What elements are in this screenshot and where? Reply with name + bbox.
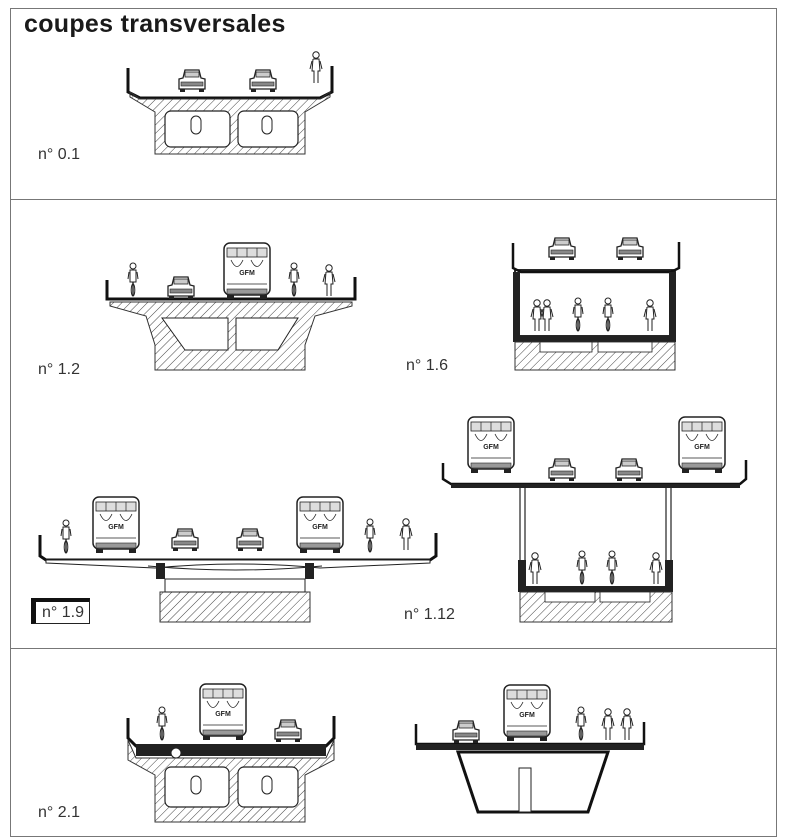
bus-lettering: GFM (694, 444, 710, 451)
section-1-12-drawing (441, 416, 748, 623)
divider-1 (10, 199, 777, 200)
section-label-1-12: n° 1.12 (404, 606, 455, 623)
bus-lettering: GFM (483, 444, 499, 451)
section-label-1-9: n° 1.9 (31, 598, 90, 624)
bus-lettering: GFM (108, 524, 124, 531)
section-2-1-drawing (126, 683, 336, 823)
divider-2 (10, 648, 777, 649)
bus-lettering: GFM (312, 524, 328, 531)
section-label-1-6: n° 1.6 (406, 357, 448, 374)
figure-frame (10, 8, 777, 837)
section-0-1-drawing (126, 51, 334, 155)
section-2-x-drawing (414, 684, 646, 814)
bus-lettering: GFM (239, 270, 255, 277)
figure-title: coupes transversales (24, 10, 286, 38)
section-label-1-2: n° 1.2 (38, 361, 80, 378)
section-1-2-drawing (105, 242, 357, 371)
section-label-0-1: n° 0.1 (38, 146, 80, 163)
section-1-9-drawing (38, 496, 438, 623)
section-label-2-1: n° 2.1 (38, 804, 80, 821)
bus-lettering: GFM (519, 712, 535, 719)
section-1-6-drawing (511, 237, 681, 371)
bus-lettering: GFM (215, 711, 231, 718)
